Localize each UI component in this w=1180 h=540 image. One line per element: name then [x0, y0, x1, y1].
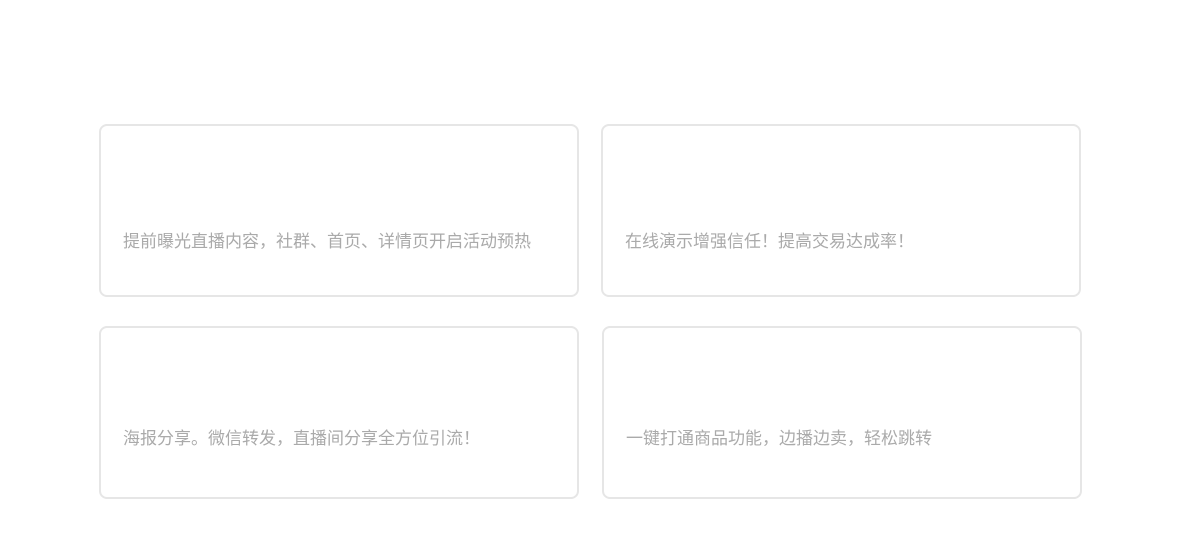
feature-card-preheat: 提前曝光直播内容，社群、首页、详情页开启活动预热 — [99, 124, 579, 297]
feature-card-demo: 在线演示增强信任！提高交易达成率！ — [601, 124, 1081, 297]
feature-description: 一键打通商品功能，边播边卖，轻松跳转 — [626, 429, 932, 449]
feature-description: 海报分享。微信转发，直播间分享全方位引流！ — [123, 429, 480, 449]
feature-description: 在线演示增强信任！提高交易达成率！ — [625, 232, 914, 252]
feature-description: 提前曝光直播内容，社群、首页、详情页开启活动预热 — [123, 232, 531, 252]
feature-card-share: 海报分享。微信转发，直播间分享全方位引流！ — [99, 326, 579, 499]
feature-card-product-link: 一键打通商品功能，边播边卖，轻松跳转 — [602, 326, 1082, 499]
